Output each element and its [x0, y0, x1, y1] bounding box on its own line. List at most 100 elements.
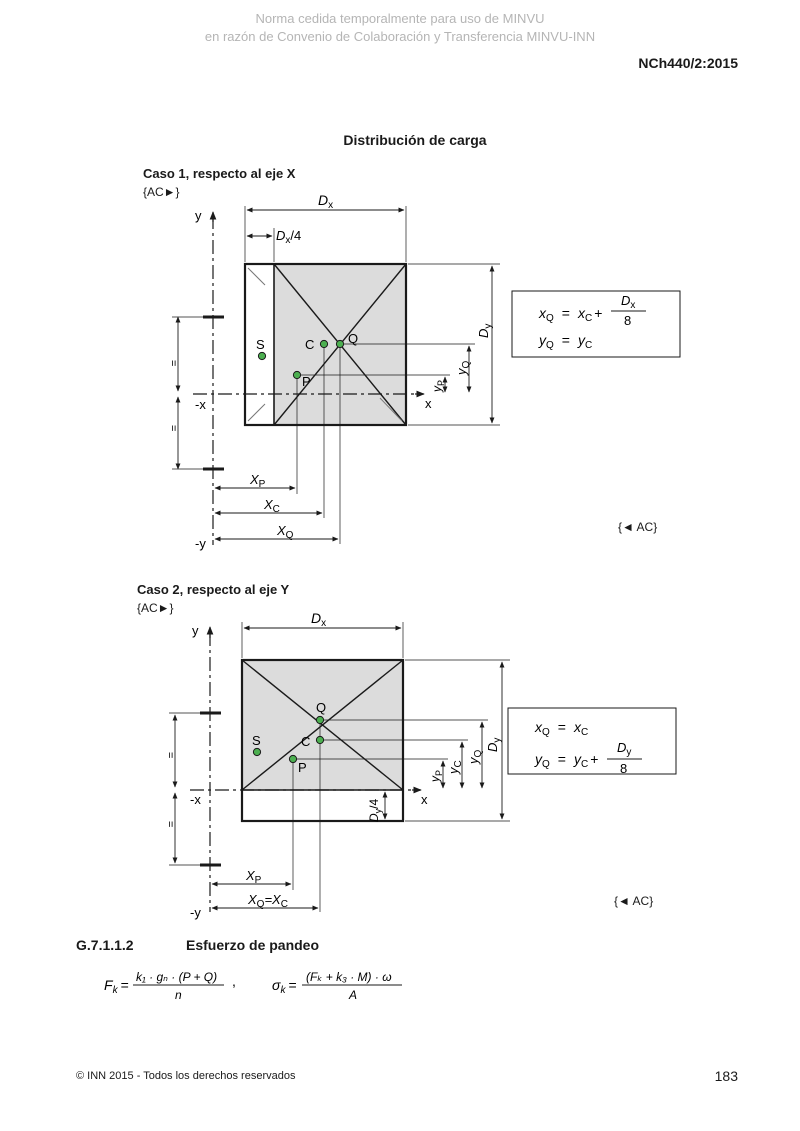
svg-text:Dy: Dy: [617, 740, 631, 758]
svg-text:yQ: yQ: [454, 361, 472, 377]
case2-ac-close: {◄ AC}: [614, 894, 654, 908]
point-p: [292, 370, 302, 380]
svg-text:XP: XP: [245, 868, 262, 886]
svg-text:yQ=yC+: yQ=yC+: [534, 751, 598, 770]
equal-mark-top: =: [164, 752, 176, 758]
label-c: C: [305, 337, 314, 352]
equation-separator: ,: [232, 973, 236, 989]
eq2-numerator: (Fₖ + k₃ · M) · ω: [306, 970, 392, 984]
eq2-sigma-k: σ: [272, 977, 281, 993]
section-title: Distribución de carga: [343, 132, 487, 148]
label-dy-quarter: D: [367, 813, 381, 822]
label-dx-quarter: D: [276, 228, 285, 243]
case2-title: Caso 2, respecto al eje Y: [137, 582, 290, 597]
eq2-denominator: A: [348, 988, 357, 1002]
svg-text:Fk=: Fk=: [104, 977, 129, 996]
formula2-frac-num: D: [617, 740, 626, 755]
label-yp: y: [428, 775, 442, 783]
formula2-xq: x: [534, 719, 543, 735]
formula2-frac-den: 8: [620, 761, 627, 776]
formula1-frac-num: D: [621, 293, 630, 308]
point-c: [319, 339, 329, 349]
svg-text:Dy: Dy: [485, 738, 503, 752]
watermark-line-1: Norma cedida temporalmente para uso de M…: [255, 11, 545, 26]
formula2-yq: y: [534, 751, 543, 767]
point-c: [315, 735, 325, 745]
label-yq: y: [454, 367, 469, 376]
page-number: 183: [714, 1068, 738, 1084]
label-xc: X: [263, 497, 274, 512]
label-q: Q: [348, 331, 358, 346]
label-x-axis: x: [425, 396, 432, 411]
label-yp: y: [430, 385, 444, 393]
label-s: S: [256, 337, 265, 352]
label-neg-x-axis: -x: [190, 792, 201, 807]
svg-text:XC: XC: [263, 497, 280, 515]
label-dx: D: [311, 610, 321, 626]
label-y-axis: y: [195, 208, 202, 223]
label-y-axis: y: [192, 623, 199, 638]
point-q: [335, 339, 345, 349]
eq1-numerator: k₁ · gₙ · (P + Q): [136, 970, 217, 984]
label-s: S: [252, 733, 261, 748]
svg-text:Dx: Dx: [318, 192, 333, 211]
svg-text:Dx: Dx: [621, 293, 635, 311]
label-neg-x-axis: -x: [195, 397, 206, 412]
label-p: P: [298, 760, 307, 775]
equal-mark-bottom: =: [164, 821, 176, 827]
svg-text:Dx: Dx: [311, 610, 326, 629]
label-neg-y-axis: -y: [190, 905, 201, 920]
case2-formula-box: [507, 707, 677, 775]
label-xq-xc: X: [247, 892, 258, 907]
eq1-fk: F: [104, 977, 114, 993]
point-p: [288, 754, 298, 764]
svg-text:yC: yC: [446, 760, 464, 775]
formula1-yq: y: [538, 332, 547, 348]
label-dy: D: [485, 743, 500, 752]
label-yq: y: [466, 756, 481, 765]
buckling-equations: Fk= k₁ · gₙ · (P + Q) n , σk= (Fₖ + k₃ ·…: [104, 970, 402, 1002]
svg-text:XQ=XC: XQ=XC: [247, 892, 288, 910]
eq1-denominator: n: [175, 988, 182, 1002]
svg-text:xQ=xC+: xQ=xC+: [538, 305, 602, 324]
case2-ac-open: {AC►}: [137, 601, 174, 615]
svg-text:Dx/4: Dx/4: [276, 228, 301, 246]
equal-mark-bottom: =: [167, 425, 179, 431]
case1-formula-box: [511, 290, 681, 358]
case1-ac-open: {AC►}: [143, 185, 180, 199]
label-xp: X: [245, 868, 256, 883]
plate-outline: [243, 262, 408, 427]
case1-ac-close: {◄ AC}: [618, 520, 658, 534]
case1-diagram: y -y x -x Dx Dx/4 Dy yQ yP S C Q P = = X…: [167, 192, 681, 551]
case2-diagram: y -y x -x Dx Dy Dy/4 yQ yC yP S C Q P = …: [164, 610, 677, 920]
label-xp: X: [249, 472, 260, 487]
svg-text:yP: yP: [428, 770, 444, 783]
svg-text:yQ=yC: yQ=yC: [538, 332, 592, 351]
svg-text:XQ: XQ: [276, 523, 294, 541]
point-s: [257, 351, 267, 361]
footer-copyright: © INN 2015 - Todos los derechos reservad…: [76, 1070, 296, 1082]
formula1-xq: x: [538, 305, 547, 321]
case1-title: Caso 1, respecto al eje X: [143, 166, 296, 181]
watermark-line-2: en razón de Convenio de Colaboración y T…: [204, 29, 596, 44]
label-p: P: [302, 374, 311, 389]
label-xq: X: [276, 523, 287, 538]
svg-text:yP: yP: [430, 380, 446, 393]
label-x-axis: x: [421, 792, 428, 807]
svg-text:Dy/4: Dy/4: [367, 798, 383, 822]
document-code: NCh440/2:2015: [638, 55, 738, 71]
point-s: [252, 747, 262, 757]
plate-outline: [240, 658, 405, 823]
label-dx: D: [318, 192, 328, 208]
svg-text:xQ=xC: xQ=xC: [534, 719, 588, 738]
formula1-frac-den: 8: [624, 313, 631, 328]
svg-text:XP: XP: [249, 472, 266, 490]
svg-text:yQ: yQ: [466, 750, 484, 766]
label-neg-y-axis: -y: [195, 536, 206, 551]
svg-text:Dy: Dy: [476, 324, 494, 338]
equal-mark-top: =: [167, 360, 179, 366]
subsection-number: G.7.1.1.2: [76, 937, 134, 953]
label-dy: D: [476, 329, 491, 338]
label-c: C: [301, 734, 310, 749]
label-yc: y: [446, 766, 461, 775]
